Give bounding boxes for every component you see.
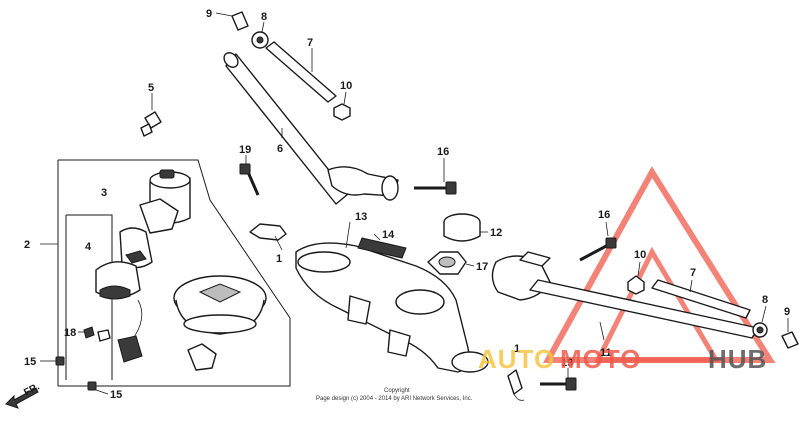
callout-9-right: 9: [784, 306, 790, 318]
copyright-block: Copyright Page design (c) 2004 - 2014 by…: [316, 388, 473, 402]
screw-18: [78, 326, 95, 339]
pipe-7-top: [265, 41, 337, 103]
clip-1: [249, 223, 287, 251]
callout-12: 12: [490, 227, 502, 239]
callout-15-b: 15: [110, 389, 122, 401]
ignition-switch: [95, 169, 191, 363]
bolt-16-mid: [414, 158, 457, 195]
steering-cap: [173, 275, 267, 371]
callout-13: 13: [355, 211, 367, 223]
callout-6: 6: [277, 143, 283, 155]
stem-nut: [427, 251, 475, 275]
emblem-plate: [357, 233, 407, 259]
callout-9-top: 9: [206, 8, 212, 20]
watermark-word-auto: AUTO: [478, 344, 555, 374]
watermark-wordmark: AUTO MOTO HUB: [478, 344, 767, 374]
callout-7-top: 7: [307, 37, 313, 49]
key-part: [140, 93, 162, 137]
bolt-19-left: [239, 155, 260, 196]
callout-5: 5: [148, 82, 154, 94]
copyright-line-1: Copyright: [384, 388, 410, 394]
copyright-line-2: Page design (c) 2004 - 2014 by ARI Netwo…: [316, 396, 473, 402]
handlebar-right: [491, 251, 759, 341]
handlebar-left: [223, 52, 399, 205]
direction-label: FR.: [22, 381, 42, 398]
callout-16-right: 16: [598, 209, 610, 221]
top-bridge: [295, 221, 489, 373]
callout-14: 14: [382, 229, 395, 241]
callout-7-right: 7: [690, 267, 696, 279]
nut-10-right: [627, 261, 645, 295]
callout-8-right: 8: [762, 294, 768, 306]
callout-3: 3: [101, 187, 107, 199]
callout-10-right: 10: [634, 249, 646, 261]
washer-8-top: [251, 21, 269, 49]
callout-1-bottom: 1: [514, 343, 520, 355]
callout-10-top: 10: [340, 80, 352, 92]
callout-8-top: 8: [261, 11, 267, 23]
stem-cap: [443, 213, 488, 242]
washer-8-right: [752, 305, 768, 338]
watermark-word-moto: MOTO: [560, 344, 642, 374]
front-arrow-icon: [5, 387, 39, 409]
pipe-7-right: [651, 279, 751, 319]
clip-9-top: [215, 11, 249, 31]
bolt-19-bottom: [540, 368, 577, 391]
callout-11: 11: [600, 347, 612, 359]
callout-15-a: 15: [24, 356, 36, 368]
callout-19-bottom: 19: [561, 357, 573, 369]
bolt-16-right: [579, 221, 617, 262]
callout-16-mid: 16: [437, 146, 449, 158]
callout-2: 2: [24, 239, 30, 251]
clip-1-bottom: [507, 369, 525, 401]
callout-17: 17: [476, 261, 488, 273]
callout-1: 1: [276, 253, 282, 265]
ignition-group-frame: [40, 159, 291, 387]
callout-4: 4: [85, 241, 92, 253]
callout-labels: 9 8 7 10 5 6 19 3 2 4 1 13 14 16 12 17 1…: [22, 8, 790, 401]
clip-9-right: [781, 318, 799, 349]
bolt-15-b: [87, 381, 109, 395]
callout-19-left: 19: [239, 144, 251, 156]
nut-10-top: [333, 91, 351, 121]
watermark-word-hub: HUB: [708, 344, 767, 374]
callout-18: 18: [64, 327, 76, 339]
bolt-15-a: [40, 356, 65, 366]
